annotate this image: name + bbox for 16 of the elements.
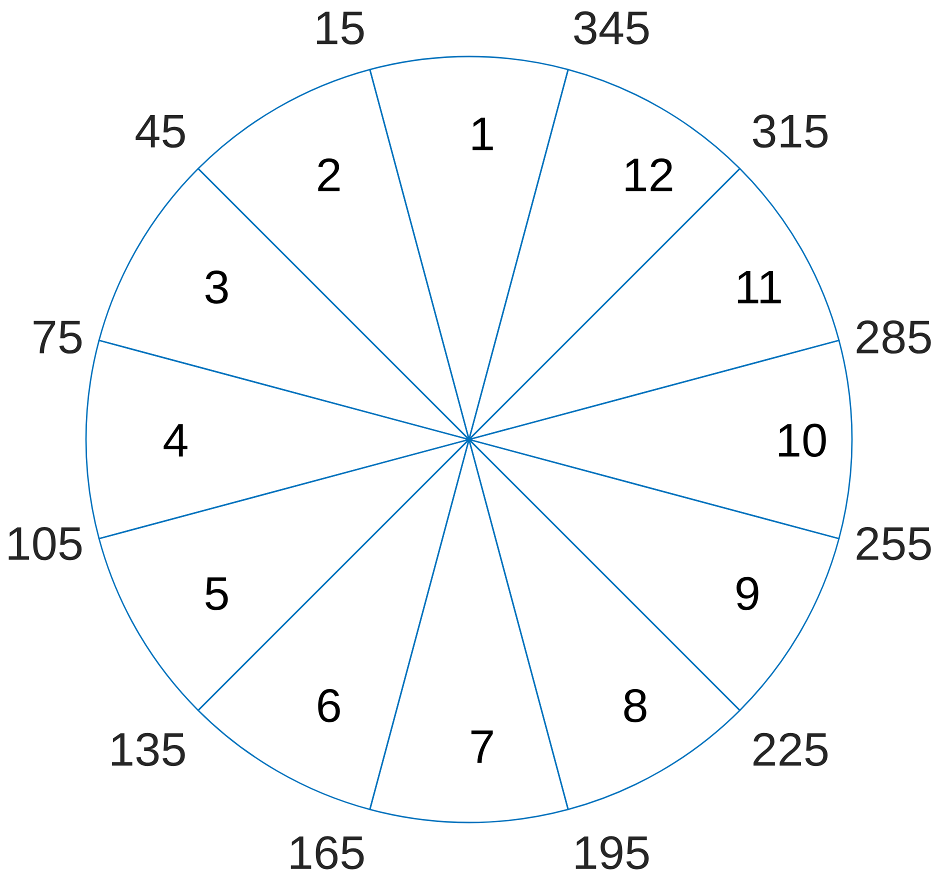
sector: 10	[468, 340, 853, 540]
sector: 4	[85, 340, 470, 540]
sector: 7	[369, 438, 569, 824]
angle-label: 225	[754, 732, 828, 766]
angle-label: 165	[290, 836, 364, 870]
angle-label: 135	[112, 732, 185, 766]
angle-label: 45	[136, 115, 185, 148]
angle-label: 195	[576, 836, 649, 870]
angle-label: 15	[317, 12, 364, 45]
angle-label: 75	[34, 320, 82, 354]
angle-label: 345	[574, 11, 649, 45]
angle-label: 315	[752, 114, 828, 148]
angle-label: 285	[856, 320, 931, 354]
angle-label: 105	[8, 526, 82, 560]
angle-label: 255	[856, 526, 931, 560]
sector: 1	[369, 56, 569, 440]
